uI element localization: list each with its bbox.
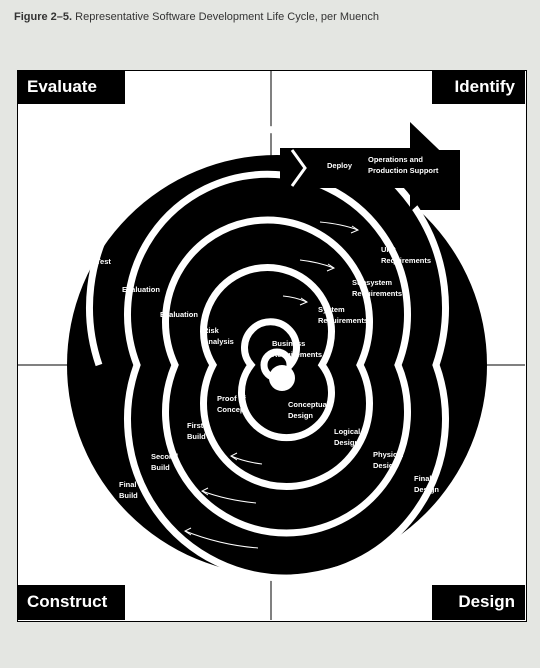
direction-arrows bbox=[184, 221, 360, 549]
subsystem-requirements-1: Subsystem bbox=[352, 278, 392, 287]
arrow-ring2-head bbox=[299, 297, 309, 306]
conceptual-design-1: Conceptual bbox=[288, 400, 329, 409]
evaluation-outer-label: Evaluation bbox=[122, 285, 160, 294]
final-build-2: Build bbox=[119, 491, 138, 500]
system-requirements-2: Requirements bbox=[318, 316, 368, 325]
spiral-gaps bbox=[86, 126, 449, 582]
quadrant-label-evaluate: Evaluate bbox=[17, 70, 125, 104]
operations-label-2: Production Support bbox=[368, 166, 439, 175]
arrow-ring5-head bbox=[230, 452, 238, 461]
risk-analysis-1: Risk bbox=[203, 326, 220, 335]
first-build-1: First bbox=[187, 421, 204, 430]
second-build-1: Second bbox=[151, 452, 179, 461]
system-requirements-1: System bbox=[318, 305, 345, 314]
arrow-ring5 bbox=[230, 455, 263, 465]
business-requirements-1: Business bbox=[272, 339, 305, 348]
deploy-label: Deploy bbox=[327, 161, 353, 170]
arrow-notch bbox=[290, 149, 307, 187]
physical-design-2: Design bbox=[373, 461, 398, 470]
spiral-disc bbox=[67, 155, 487, 575]
risk-analysis-2: Analysis bbox=[203, 337, 234, 346]
unit-requirements-1: Unit bbox=[381, 245, 396, 254]
figure-title: Representative Software Development Life… bbox=[75, 11, 380, 23]
proof-of-concept-1: Proof of bbox=[217, 394, 246, 403]
conceptual-design-2: Design bbox=[288, 411, 313, 420]
subsystem-requirements-2: Requirements bbox=[352, 289, 402, 298]
test-label: Test bbox=[96, 257, 111, 266]
arrow-ring6-head bbox=[201, 487, 209, 496]
logical-design-2: Design bbox=[334, 438, 359, 447]
quadrant-label-design: Design bbox=[432, 585, 525, 620]
quadrant-label-construct: Construct bbox=[17, 585, 125, 620]
arrow-ring4 bbox=[319, 221, 359, 231]
final-build-1: Final bbox=[119, 480, 137, 489]
arrow-ring4-head bbox=[350, 225, 360, 234]
quadrant-label-identify: Identify bbox=[432, 70, 525, 104]
final-design-1: Final bbox=[414, 474, 432, 483]
unit-requirements-2: Requirements bbox=[381, 256, 431, 265]
arrow-ring3 bbox=[299, 259, 335, 269]
arrow-ring3-head bbox=[326, 263, 336, 272]
arrow-ring6 bbox=[201, 490, 257, 504]
figure-number: Figure 2–5. bbox=[14, 11, 73, 23]
figure-caption: Figure 2–5. Representative Software Deve… bbox=[14, 11, 379, 23]
deploy-arrow bbox=[280, 122, 458, 212]
arrow-ring7-head bbox=[184, 527, 192, 536]
logical-design-1: Logical bbox=[334, 427, 360, 436]
final-design-2: Design bbox=[414, 485, 439, 494]
arrow-ring7 bbox=[184, 530, 259, 549]
physical-design-1: Physical bbox=[373, 450, 403, 459]
business-requirements-2: Requirements bbox=[272, 350, 322, 359]
operations-label-1: Operations and bbox=[368, 155, 423, 164]
second-build-2: Build bbox=[151, 463, 170, 472]
spiral-center bbox=[269, 365, 295, 391]
first-build-2: Build bbox=[187, 432, 206, 441]
proof-of-concept-2: Concept bbox=[217, 405, 248, 414]
evaluation-inner-label: Evaluation bbox=[160, 310, 198, 319]
